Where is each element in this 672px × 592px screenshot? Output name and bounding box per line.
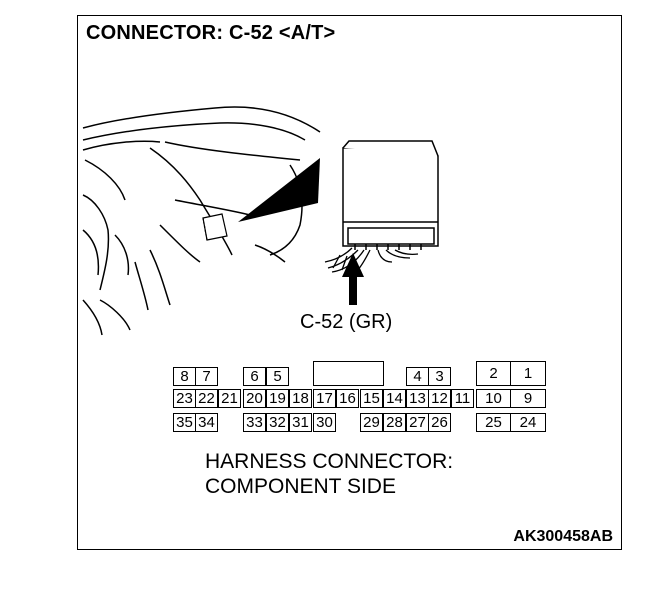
- pin-16: 16: [336, 389, 359, 408]
- pin-32: 32: [266, 413, 289, 432]
- pin-34: 34: [195, 413, 218, 432]
- pin-18: 18: [289, 389, 312, 408]
- connector-location-box: [202, 213, 228, 241]
- pin-24: 24: [510, 413, 546, 432]
- arrow-up-icon: [342, 253, 364, 305]
- pin-26: 26: [428, 413, 451, 432]
- pin-8: 8: [173, 367, 196, 386]
- harness-caption-line2: COMPONENT SIDE: [205, 475, 396, 498]
- connector-key-blank: [313, 361, 384, 386]
- dashboard-drawing: [82, 106, 321, 336]
- pin-9: 9: [510, 389, 546, 408]
- pin-3: 3: [428, 367, 451, 386]
- harness-caption-line1: HARNESS CONNECTOR:: [205, 450, 454, 473]
- pin-20: 20: [243, 389, 266, 408]
- pin-7: 7: [195, 367, 218, 386]
- pin-23: 23: [173, 389, 196, 408]
- pin-25: 25: [476, 413, 511, 432]
- control-module: [342, 140, 439, 250]
- harness-caption: HARNESS CONNECTOR: COMPONENT SIDE: [205, 449, 453, 499]
- pin-4: 4: [406, 367, 429, 386]
- figure-code: AK300458AB: [513, 528, 613, 545]
- pin-22: 22: [195, 389, 218, 408]
- pin-14: 14: [383, 389, 406, 408]
- wire-harness: [324, 247, 419, 273]
- connector-label: C-52 (GR): [300, 311, 393, 333]
- pin-6: 6: [243, 367, 266, 386]
- pin-27: 27: [406, 413, 429, 432]
- pin-19: 19: [266, 389, 289, 408]
- pin-31: 31: [289, 413, 312, 432]
- pin-30: 30: [313, 413, 336, 432]
- pin-12: 12: [428, 389, 451, 408]
- pin-21: 21: [218, 389, 241, 408]
- pin-15: 15: [360, 389, 383, 408]
- pin-29: 29: [360, 413, 383, 432]
- pin-35: 35: [173, 413, 196, 432]
- pin-13: 13: [406, 389, 429, 408]
- pin-11: 11: [451, 389, 474, 408]
- pin-33: 33: [243, 413, 266, 432]
- pin-5: 5: [266, 367, 289, 386]
- pin-2: 2: [476, 361, 511, 386]
- pin-10: 10: [476, 389, 511, 408]
- diagram-frame: [77, 15, 622, 550]
- pin-28: 28: [383, 413, 406, 432]
- connector-title: CONNECTOR: C-52 <A/T>: [86, 22, 336, 44]
- pin-1: 1: [510, 361, 546, 386]
- pin-17: 17: [313, 389, 336, 408]
- callout-pointer: [238, 158, 320, 222]
